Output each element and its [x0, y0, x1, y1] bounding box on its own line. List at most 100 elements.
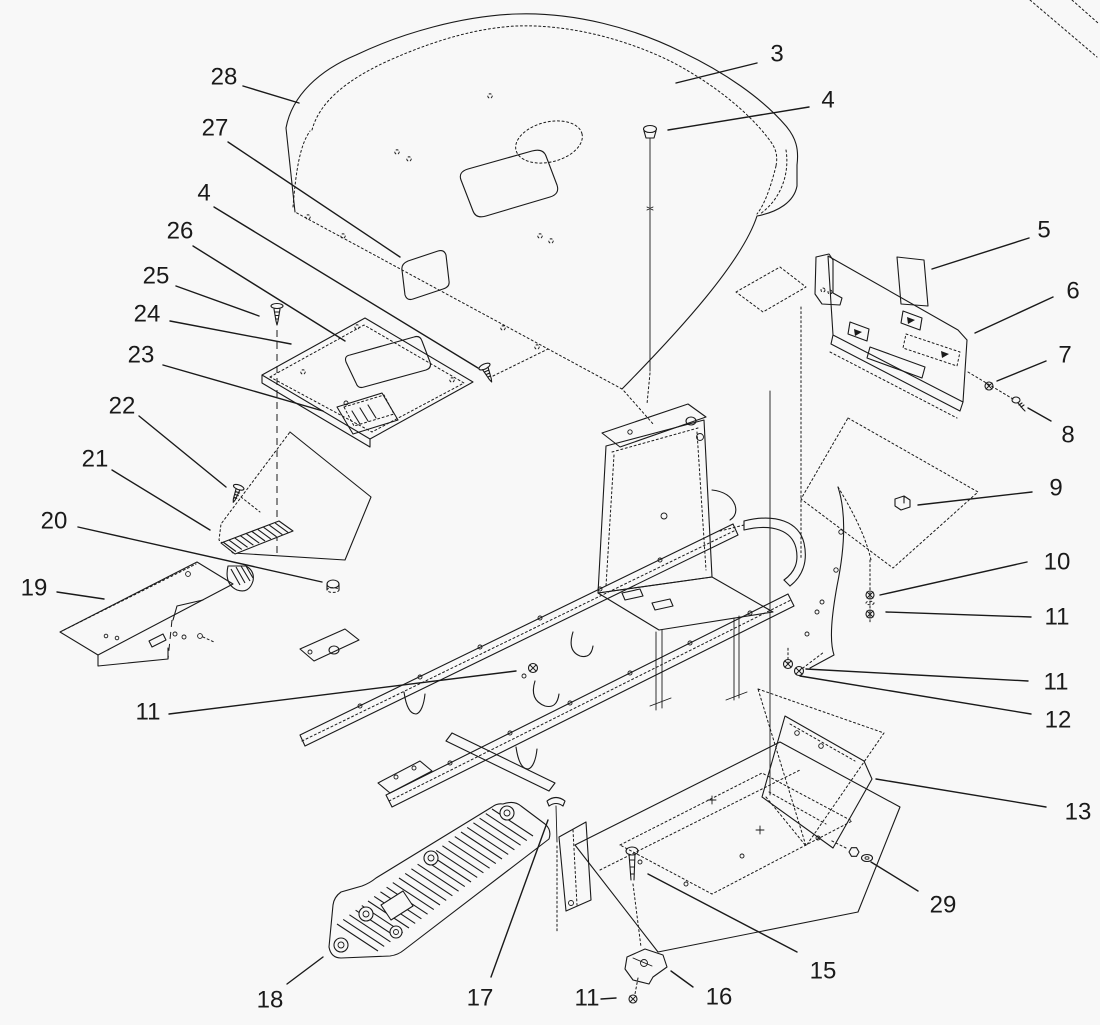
callout-leader-25	[175, 285, 260, 317]
screw-item11-bottom	[628, 994, 638, 1004]
screw-item8	[1011, 396, 1026, 412]
callout-label-29: 29	[930, 891, 957, 918]
callout-label-28: 28	[211, 63, 238, 90]
callout-label-3: 3	[770, 40, 783, 67]
callout-label-10: 10	[1044, 548, 1071, 575]
screw4-alignment-line	[492, 348, 549, 377]
ignition-plate	[336, 392, 399, 435]
callout-label-7: 7	[1058, 341, 1071, 368]
callout-leader-24	[169, 320, 292, 345]
callout-leader-11	[168, 670, 517, 715]
nut-item11-right	[865, 609, 875, 619]
rear-panel	[814, 253, 1026, 419]
bolt-item17	[546, 796, 566, 934]
callout-label-19: 19	[21, 574, 48, 601]
callout-label-22: 22	[109, 392, 136, 419]
bolt-floor-pan	[625, 846, 642, 948]
left-fender	[59, 561, 234, 667]
hood-dash-opening	[459, 149, 559, 218]
callout-leader-12	[799, 675, 1032, 715]
rear-lower-panel	[757, 688, 885, 849]
nut-stack-items11-12	[782, 645, 825, 677]
footrest-bosses	[333, 805, 515, 953]
callout-leader-16	[670, 970, 694, 988]
callout-label-11: 11	[1044, 668, 1069, 695]
footrest-notch	[380, 890, 414, 921]
hood-fuel-opening	[515, 120, 583, 164]
callout-label-6: 6	[1066, 277, 1079, 304]
spacer-item20	[326, 579, 340, 593]
callout-leader-18	[286, 956, 324, 985]
callout-leader-19	[56, 591, 105, 600]
callout-label-4: 4	[821, 86, 834, 113]
console-grip-pad	[222, 522, 289, 552]
callout-leader-17	[490, 819, 549, 978]
callout-leader-22	[138, 415, 227, 488]
bolt-item29	[829, 839, 874, 863]
callout-leader-4	[667, 106, 810, 131]
callout-leader-27	[227, 141, 401, 258]
side-panel-right	[782, 486, 875, 677]
callout-leader-15	[647, 873, 798, 953]
callout-label-23: 23	[128, 341, 155, 368]
rear-panel-bracket	[814, 253, 843, 306]
rear-panel-decal	[896, 256, 929, 307]
callout-leader-28	[242, 85, 300, 104]
callout-label-18: 18	[257, 986, 284, 1013]
callout-label-24: 24	[134, 300, 161, 327]
callout-label-5: 5	[1037, 216, 1050, 243]
bolt-item4-upper	[642, 124, 658, 405]
hood-label-plate	[401, 249, 450, 301]
screw-item22	[232, 483, 245, 503]
callout-leader-9	[917, 491, 1033, 506]
callout-leader-4	[213, 206, 479, 369]
callout-label-13: 13	[1065, 798, 1092, 825]
frame-rails	[299, 306, 802, 808]
callout-leader-23	[162, 364, 324, 412]
callout-leader-8	[1027, 407, 1052, 422]
callout-label-26: 26	[167, 217, 194, 244]
screw-item25	[270, 302, 284, 553]
hood-rivets	[305, 93, 554, 350]
callout-label-17: 17	[467, 984, 494, 1011]
footrest-pad	[328, 801, 551, 959]
callout-label-25: 25	[143, 262, 170, 289]
callout-label-8: 8	[1061, 421, 1074, 448]
dash-panel	[261, 317, 474, 448]
callout-leader-29	[870, 861, 919, 892]
callout-label-20: 20	[41, 507, 68, 534]
screw22-alignment-line	[240, 496, 261, 513]
callout-leader-11	[805, 668, 1029, 682]
seat-support-bracket	[597, 403, 774, 711]
screw-item4-lower	[478, 362, 493, 383]
callout-leader-3	[675, 62, 758, 84]
callout-label-4: 4	[197, 179, 210, 206]
callout-leader-5	[931, 237, 1030, 270]
callout-leader-10	[879, 561, 1028, 596]
hood	[285, 13, 799, 390]
callout-label-11: 11	[136, 698, 161, 725]
callout-leader-7	[996, 360, 1047, 382]
callout-label-15: 15	[810, 957, 837, 984]
callout-leader-11	[885, 611, 1032, 618]
callout-label-11: 11	[575, 984, 600, 1011]
callout-label-11: 11	[1045, 603, 1070, 630]
phantom-panel-outline	[800, 417, 979, 569]
callout-leader-11	[600, 997, 617, 1000]
callout-leader-6	[974, 296, 1054, 334]
callout-leader-21	[111, 469, 211, 531]
clip-item9	[894, 495, 911, 511]
console	[218, 431, 372, 592]
callout-label-16: 16	[706, 983, 733, 1010]
nut-item11-left	[521, 662, 539, 679]
callout-label-27: 27	[202, 114, 229, 141]
callout-label-21: 21	[82, 445, 109, 472]
callout-label-12: 12	[1045, 706, 1072, 733]
guide-lines	[623, 0, 1099, 426]
callout-leader-20	[77, 526, 323, 583]
bumper-tube	[719, 517, 806, 587]
nut-item7	[984, 381, 994, 391]
callout-layer: 2834274262524232221201911567891011111213…	[21, 40, 1092, 1013]
